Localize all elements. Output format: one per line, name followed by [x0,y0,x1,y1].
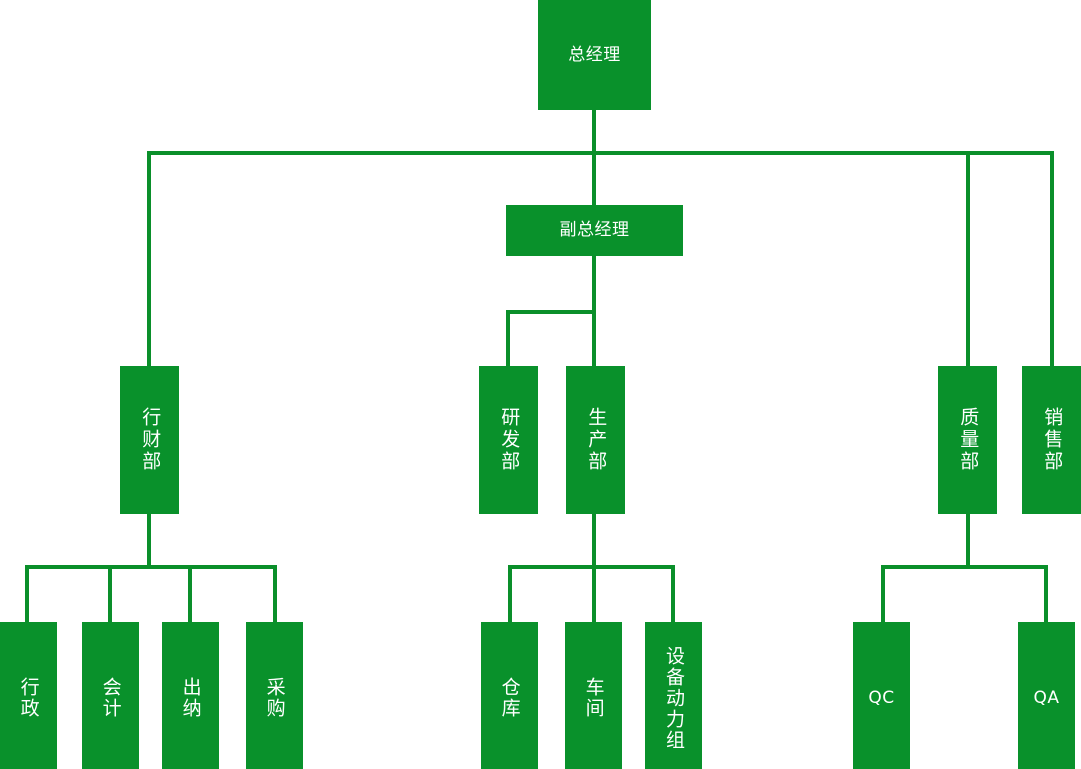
node-deputy-general-manager[interactable]: 副总经理 [506,205,683,256]
node-label-workshop: 车间 [582,677,605,719]
node-equipment-power-group[interactable]: 设备动力组 [645,622,702,769]
node-cashier[interactable]: 出纳 [162,622,219,769]
node-label-administration: 行政 [17,677,40,719]
node-workshop[interactable]: 车间 [565,622,622,769]
node-accounting[interactable]: 会计 [82,622,139,769]
connector-drop-qa [1044,565,1048,623]
connector-quality-bus [881,565,1048,569]
node-quality-dept[interactable]: 质量部 [938,366,997,514]
connector-drop-administration [25,565,29,623]
node-label-general-manager: 总经理 [568,44,621,65]
connector-drop-sales [1050,151,1054,368]
node-label-warehouse: 仓库 [498,677,521,719]
node-qa[interactable]: QA [1018,622,1075,769]
node-label-sales-dept: 销售部 [1041,407,1064,473]
connector-level1-bus [148,151,1054,155]
connector-drop-deputy-gm [592,151,596,206]
connector-production-stem [592,514,596,569]
connector-drop-cashier [188,565,192,623]
connector-drop-admin-finance [147,151,151,368]
connector-drop-rnd [506,310,510,368]
connector-admin-finance-bus [25,565,277,569]
node-label-purchasing: 采购 [263,677,286,719]
connector-drop-accounting [108,565,112,623]
connector-drop-workshop [592,565,596,623]
node-label-cashier: 出纳 [179,677,202,719]
node-label-production-dept: 生产部 [585,407,608,473]
node-label-equipment-power-group: 设备动力组 [663,645,686,751]
node-production-dept[interactable]: 生产部 [566,366,625,514]
node-label-qa: QA [1033,687,1060,708]
connector-admin-finance-stem [147,514,151,569]
connector-drop-equipment-power [671,565,675,623]
node-sales-dept[interactable]: 销售部 [1022,366,1081,514]
node-qc[interactable]: QC [853,622,910,769]
node-label-rnd-dept: 研发部 [498,407,521,473]
connector-production-bus [508,565,675,569]
connector-drop-qc [881,565,885,623]
node-rnd-dept[interactable]: 研发部 [479,366,538,514]
node-label-qc: QC [868,687,895,708]
node-label-accounting: 会计 [99,677,122,719]
connector-quality-stem [966,514,970,569]
node-warehouse[interactable]: 仓库 [481,622,538,769]
node-purchasing[interactable]: 采购 [246,622,303,769]
connector-drop-warehouse [508,565,512,623]
node-admin-finance-dept[interactable]: 行财部 [120,366,179,514]
connector-level2-bus [506,310,596,314]
connector-drop-quality [966,151,970,368]
connector-gm-stem [592,110,596,155]
node-label-deputy-general-manager: 副总经理 [559,220,630,240]
node-label-admin-finance-dept: 行财部 [139,407,162,473]
node-general-manager[interactable]: 总经理 [538,0,651,110]
node-administration[interactable]: 行政 [0,622,57,769]
connector-drop-purchasing [273,565,277,623]
node-label-quality-dept: 质量部 [957,407,980,473]
